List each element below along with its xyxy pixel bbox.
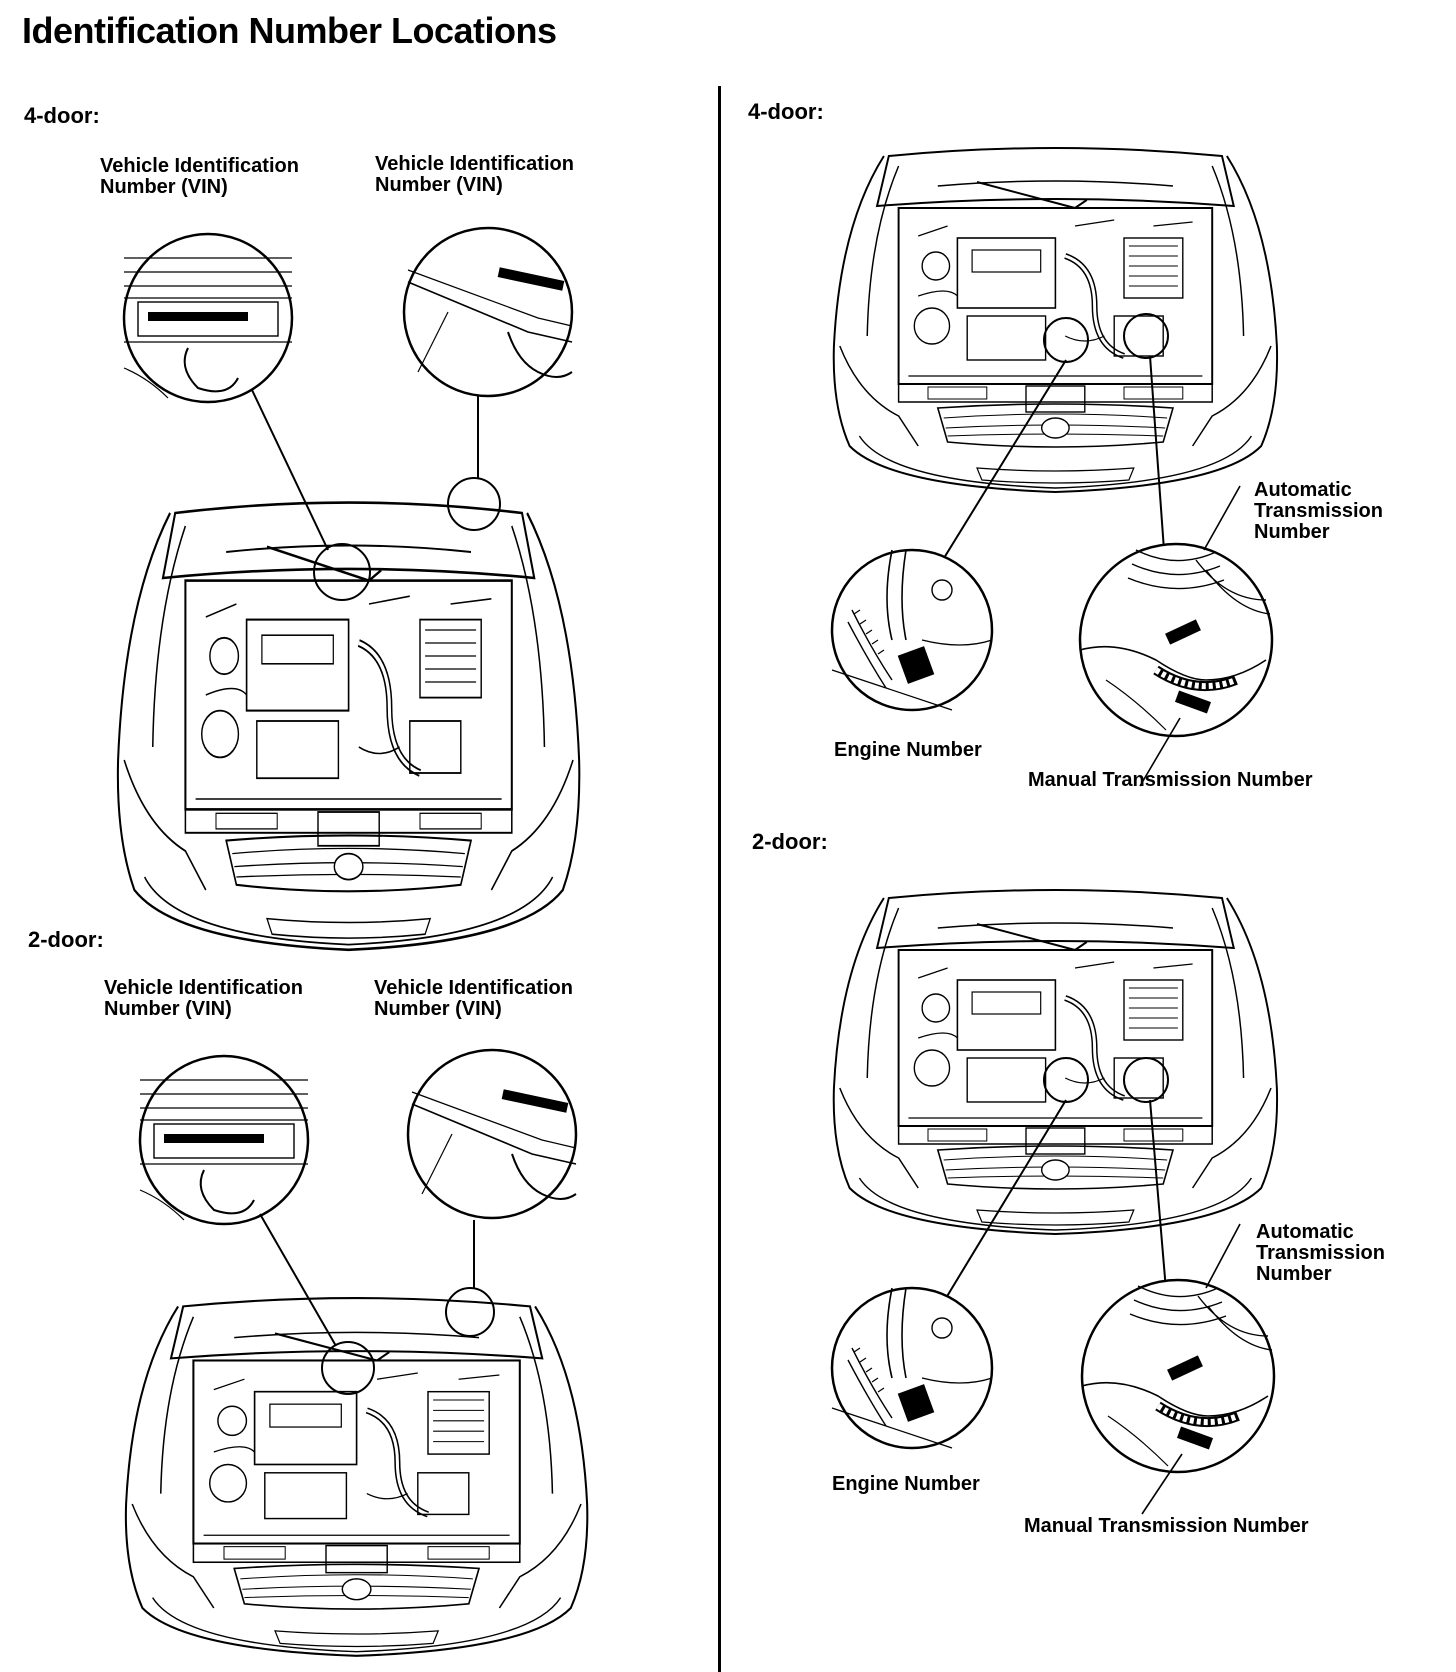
left-2door-heading: 2-door: [28,927,104,952]
right-4door-heading: 4-door: [748,99,824,124]
car-front-engine-bay-icon [126,1298,587,1656]
car-front-engine-bay-icon [118,503,579,950]
engine-number-detail-icon [830,1286,994,1450]
vin-cowl-detail-icon [406,1048,578,1220]
vin-cowl-detail-icon [402,226,574,398]
column-divider [718,86,721,1672]
left-4door-figure [100,226,620,880]
right-4door-mtm-label: Manual Transmission Number [1028,769,1313,791]
right-4door-figure [820,140,1440,760]
right-2door-mtm-label: Manual Transmission Number [1024,1515,1309,1537]
transmission-number-detail-icon [1082,1280,1274,1472]
right-2door-engine-label: Engine Number [832,1473,980,1495]
right-2door-figure [820,884,1440,1504]
transmission-number-detail-icon [1080,544,1272,736]
vin-window-detail-icon [122,232,294,404]
left-2door-figure [110,1048,630,1672]
left-4door-heading: 4-door: [24,103,100,128]
right-4door-engine-label: Engine Number [834,739,982,761]
car-front-engine-bay-icon [834,890,1277,1234]
right-2door-heading: 2-door: [752,829,828,854]
vin-window-detail-icon [138,1054,310,1226]
page-title: Identification Number Locations [22,10,557,51]
engine-number-detail-icon [830,548,994,712]
